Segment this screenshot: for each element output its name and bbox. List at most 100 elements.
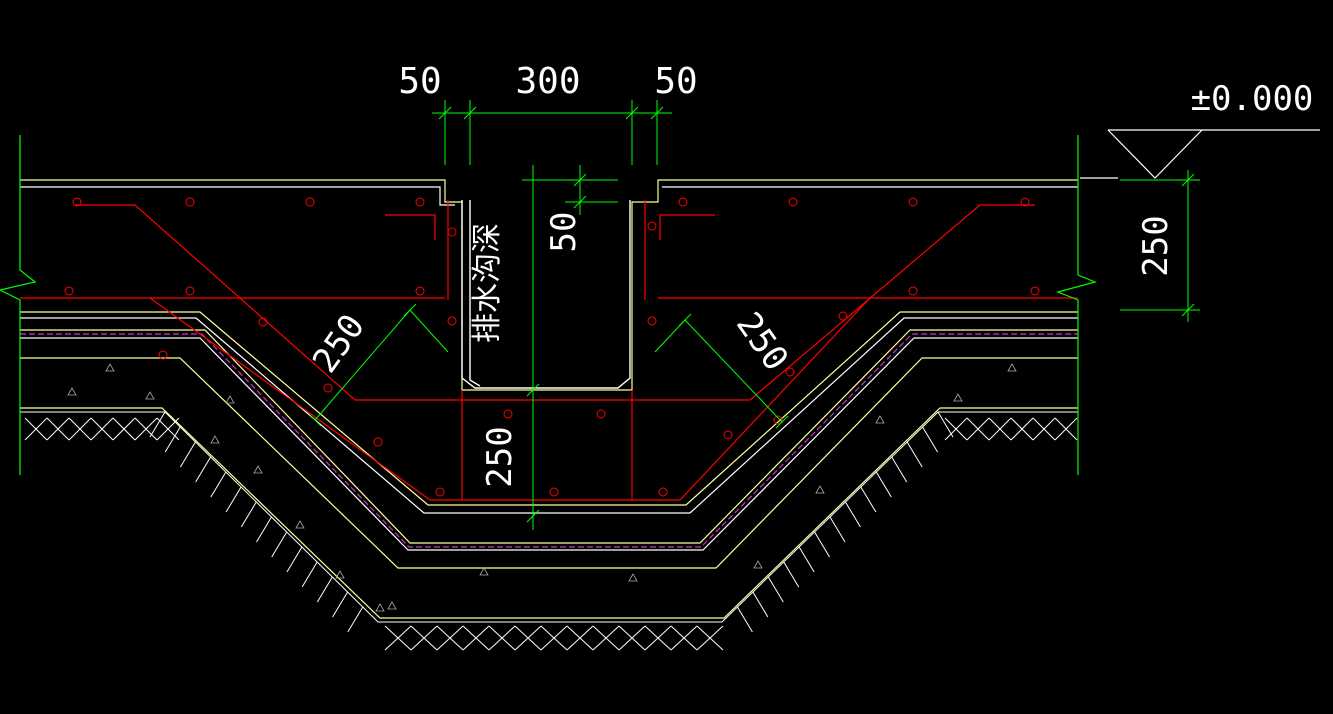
rebar-dot xyxy=(415,197,425,207)
aggregate-mark xyxy=(105,363,115,372)
hatch-mark xyxy=(1010,417,1034,441)
hatch-mark xyxy=(696,625,724,651)
aggregate-mark xyxy=(335,570,345,579)
rebar-dot xyxy=(185,197,195,207)
hatch-mark xyxy=(736,606,753,633)
hatch-mark xyxy=(752,591,769,618)
rebar-dot xyxy=(373,437,383,447)
dim-slab-thickness: 250 xyxy=(1136,215,1176,276)
rebar-dot xyxy=(435,487,445,497)
aggregate-mark xyxy=(145,391,155,400)
dim-pit-depth: 250 xyxy=(480,426,520,487)
aggregate-mark xyxy=(387,601,397,610)
dimension-lines xyxy=(308,100,1200,530)
hatch-mark xyxy=(1032,417,1056,441)
hatch-mark xyxy=(240,501,257,528)
hatch-mark xyxy=(347,606,364,633)
rebar-lines xyxy=(20,200,1078,501)
hatch-mark xyxy=(906,441,923,468)
hatch-mark xyxy=(829,516,846,543)
hatch-mark xyxy=(68,417,92,441)
hatch-mark xyxy=(156,417,180,441)
hatch-mark xyxy=(316,576,333,603)
dim-wall-right: 50 xyxy=(654,61,697,102)
hatch-mark xyxy=(112,417,136,441)
rebar-dot xyxy=(1020,197,1030,207)
hatch-mark xyxy=(944,417,968,441)
aggregate-mark xyxy=(1007,363,1017,372)
hatch-mark xyxy=(436,625,464,651)
hatch-mark xyxy=(195,456,212,483)
hatch-mark xyxy=(384,625,412,651)
hatch-mark xyxy=(149,411,166,438)
hatch-mark xyxy=(271,531,288,558)
hatch-mark xyxy=(24,417,48,441)
hatch-mark xyxy=(256,516,272,543)
dim-trench-width: 300 xyxy=(515,61,580,102)
rebar-dot xyxy=(908,197,918,207)
aggregate-mark xyxy=(295,520,305,529)
hatch-mark xyxy=(566,625,594,651)
elevation-marker xyxy=(1080,129,1320,179)
rebar-dot xyxy=(723,430,733,440)
aggregate-mark xyxy=(875,415,885,424)
rebar-dot xyxy=(647,221,657,231)
soil-hatching xyxy=(20,411,1078,651)
hatch-mark xyxy=(592,625,620,651)
rebar-dot xyxy=(785,367,795,377)
rebar-dot xyxy=(788,197,798,207)
hatch-mark xyxy=(179,441,196,468)
rebar-dot xyxy=(258,317,268,327)
aggregate-mark xyxy=(225,395,235,404)
hatch-mark xyxy=(966,417,990,441)
hatch-mark xyxy=(286,546,303,573)
aggregate-mark xyxy=(479,567,489,576)
dim-haunch-left: 250 xyxy=(305,307,373,380)
break-lines xyxy=(0,135,1097,475)
hatch-mark xyxy=(164,426,181,453)
rebar-dot xyxy=(447,316,457,326)
aggregate-mark xyxy=(753,560,763,569)
rebar-dot xyxy=(447,227,457,237)
dim-haunch-right: 250 xyxy=(728,305,796,378)
rebar-dot xyxy=(549,487,559,497)
aggregate-marks xyxy=(67,363,1017,612)
rebar-dot xyxy=(1030,286,1040,296)
hatch-mark xyxy=(540,625,568,651)
waterproof-membrane xyxy=(20,333,1078,548)
aggregate-mark xyxy=(253,465,263,474)
aggregate-mark xyxy=(953,393,963,402)
hatch-mark xyxy=(301,561,318,588)
aggregate-mark xyxy=(67,387,77,396)
rebar-dot xyxy=(678,197,688,207)
hatch-mark xyxy=(922,426,939,453)
hatch-mark xyxy=(644,625,672,651)
hatch-mark xyxy=(670,625,698,651)
rebar-dot xyxy=(305,197,315,207)
hatch-mark xyxy=(90,417,114,441)
aggregate-mark xyxy=(628,573,638,582)
rebar-dot xyxy=(323,383,333,393)
hatch-mark xyxy=(891,456,908,483)
elevation-label: ±0.000 xyxy=(1191,79,1314,119)
hatch-mark xyxy=(814,531,831,558)
rebar-dot xyxy=(64,286,74,296)
dim-wall-left: 50 xyxy=(398,61,441,102)
rebar-dot xyxy=(72,197,82,207)
hatch-mark xyxy=(1054,417,1078,441)
rebar-dot xyxy=(596,409,606,419)
rebar-dot xyxy=(415,286,425,296)
rebar-dot xyxy=(773,415,783,425)
hatch-mark xyxy=(988,417,1012,441)
hatch-mark xyxy=(225,486,242,513)
hatch-mark xyxy=(488,625,516,651)
aggregate-mark xyxy=(210,435,220,444)
trench-outline xyxy=(461,200,631,389)
rebar-dots xyxy=(64,197,1040,497)
rebar-dot xyxy=(908,286,918,296)
hatch-mark xyxy=(767,576,784,603)
rebar-dot xyxy=(647,316,657,326)
rebar-dot xyxy=(503,409,513,419)
hatch-mark xyxy=(514,625,542,651)
